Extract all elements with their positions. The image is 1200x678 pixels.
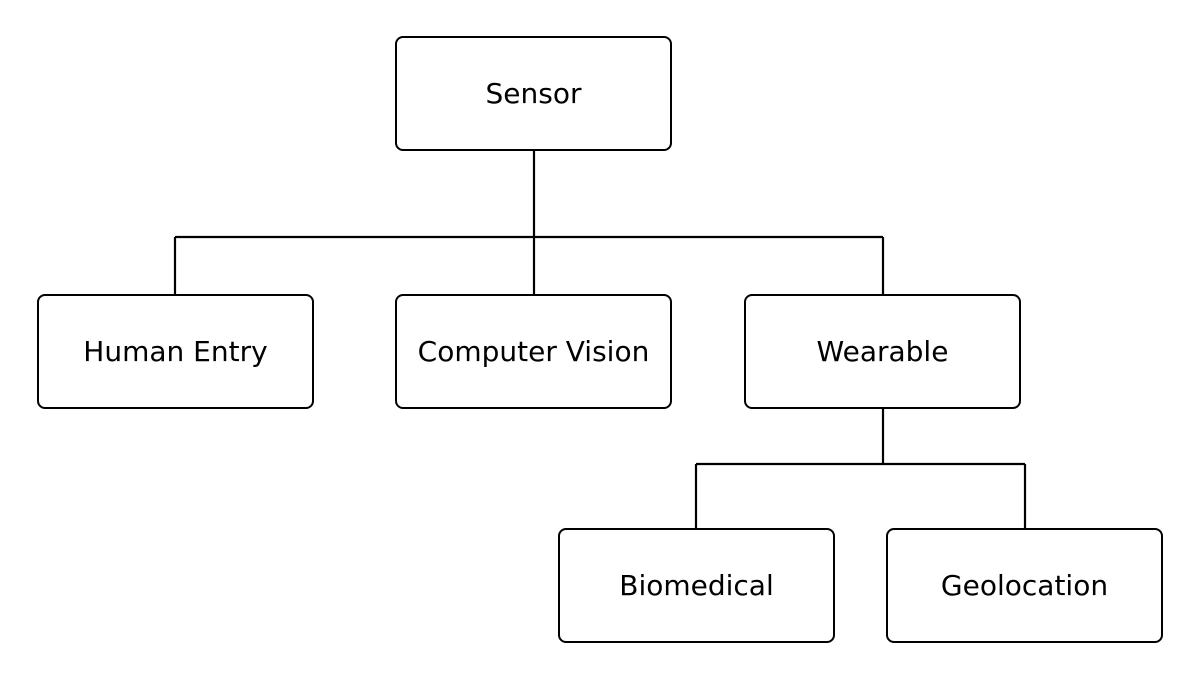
node-biomedical: Biomedical [558,528,835,643]
node-wearable: Wearable [744,294,1021,409]
node-geolocation: Geolocation [886,528,1163,643]
node-label-biomedical: Biomedical [619,568,774,602]
node-computer-vision: Computer Vision [395,294,672,409]
node-label-sensor: Sensor [485,76,582,110]
node-label-computer-vision: Computer Vision [417,334,650,368]
node-label-wearable: Wearable [816,334,949,368]
node-sensor: Sensor [395,36,672,151]
node-label-human-entry: Human Entry [83,334,268,368]
node-human-entry: Human Entry [37,294,314,409]
node-label-geolocation: Geolocation [940,568,1109,602]
